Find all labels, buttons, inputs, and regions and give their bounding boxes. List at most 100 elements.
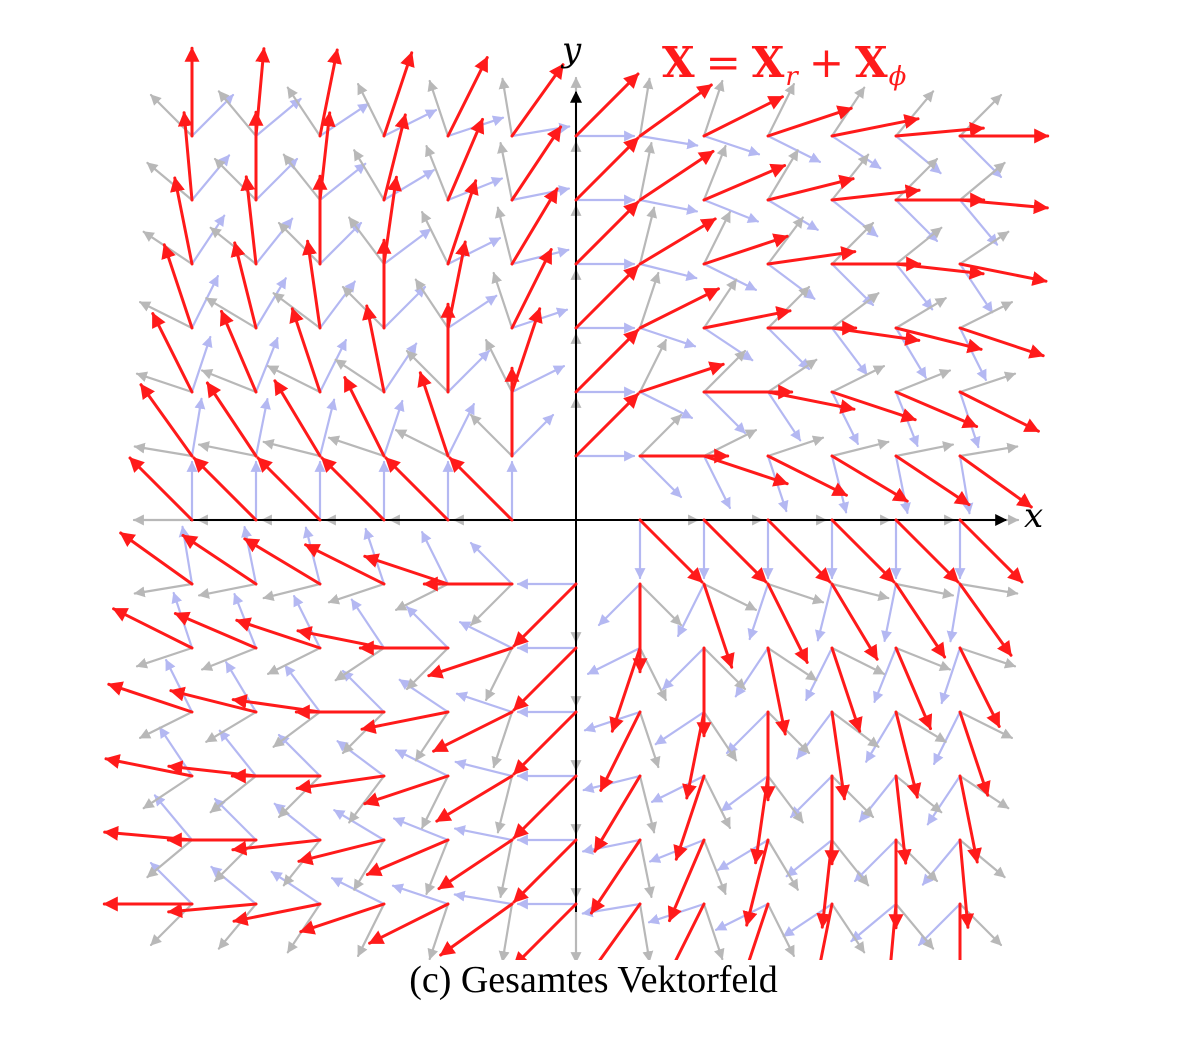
angular-arrow [336, 740, 386, 778]
angular-arrow [714, 902, 770, 932]
total-arrow [830, 454, 909, 503]
radial-arrow [638, 413, 683, 458]
radial-arrow [702, 211, 732, 266]
angular-arrow [446, 294, 498, 330]
total-arrow [894, 326, 983, 354]
angular-arrow [453, 890, 514, 906]
radial-arrow [958, 582, 1019, 598]
radial-arrow [142, 774, 194, 810]
total-arrow [384, 456, 450, 522]
total-arrow [192, 456, 258, 522]
radial-arrow [894, 582, 955, 599]
angular-arrow [717, 838, 770, 871]
radial-arrow [282, 153, 322, 202]
total-arrow [512, 582, 578, 648]
total-arrow [702, 518, 768, 584]
radial-arrow [702, 646, 747, 691]
angular-arrow [804, 646, 834, 702]
total-arrow [297, 838, 386, 866]
total-arrow [161, 243, 194, 330]
total-arrow [958, 390, 1040, 433]
total-arrow [830, 646, 863, 733]
angular-arrow [510, 365, 566, 394]
radial-arrow [638, 646, 668, 702]
angular-arrow [766, 134, 822, 163]
total-arrow [766, 454, 848, 497]
angular-arrow [921, 838, 962, 886]
total-arrow [830, 326, 921, 346]
angular-arrow [747, 582, 770, 641]
radial-arrow [217, 902, 258, 950]
radial-arrow [894, 774, 943, 814]
total-arrow [574, 200, 640, 266]
angular-arrow [939, 646, 962, 705]
angular-arrow [254, 398, 271, 458]
radial-arrow [766, 82, 796, 138]
angular-arrow [382, 169, 435, 202]
angular-arrow [446, 349, 491, 394]
angular-arrow [858, 774, 898, 823]
total-arrow [958, 198, 1049, 215]
total-arrow [766, 518, 832, 584]
total-arrow [702, 95, 784, 138]
total-arrow [766, 646, 790, 736]
total-arrow [343, 376, 386, 458]
radial-arrow [958, 838, 1006, 879]
radial-arrow [427, 902, 450, 960]
total-arrow [830, 710, 850, 801]
total-arrow [254, 47, 271, 138]
total-arrow [574, 136, 640, 202]
angular-arrow [873, 646, 898, 704]
axes-layer [190, 90, 1008, 912]
total-arrow [107, 681, 194, 714]
angular-arrow [766, 198, 819, 231]
angular-arrow [398, 678, 450, 714]
radial-arrow [201, 646, 258, 671]
angular-arrow [382, 342, 418, 394]
angular-arrow [273, 802, 322, 842]
angular-arrow [676, 582, 706, 638]
angular-arrow [865, 710, 898, 763]
radial-arrow [146, 161, 194, 202]
radial-arrow [133, 442, 194, 458]
angular-arrow [333, 809, 386, 842]
radial-arrow [958, 301, 1014, 330]
radial-arrow [638, 838, 655, 899]
total-arrow [439, 902, 514, 957]
total-arrow [232, 902, 322, 926]
radial-arrow [357, 82, 386, 138]
total-arrow [673, 774, 706, 861]
formula-equals: = [705, 38, 742, 87]
radial-arrow [702, 902, 725, 960]
total-arrow [766, 246, 857, 266]
angular-arrow [638, 326, 697, 349]
total-arrow [177, 111, 194, 202]
radial-arrow [894, 297, 947, 330]
total-arrow [382, 51, 415, 138]
angular-arrow [638, 198, 699, 215]
angular-arrow [405, 605, 450, 650]
angular-arrow [661, 646, 706, 691]
angular-arrow [830, 198, 879, 238]
angular-arrow [932, 710, 962, 766]
total-arrow [830, 518, 896, 584]
radial-arrow [638, 77, 654, 138]
formula-plus: + [808, 38, 846, 87]
angular-arrow [454, 825, 514, 842]
total-arrow [894, 390, 979, 429]
angular-arrow [702, 198, 760, 223]
angular-arrow [638, 390, 694, 419]
angular-arrow [638, 134, 699, 150]
total-arrow [360, 710, 450, 734]
radial-arrow [702, 429, 758, 458]
angular-arrow [318, 221, 363, 266]
radial-arrow [894, 838, 939, 883]
total-arrow [638, 217, 717, 266]
radial-arrow [425, 145, 450, 202]
radial-arrow [421, 774, 450, 830]
angular-arrow [894, 134, 942, 175]
total-arrow [894, 518, 960, 584]
total-arrow [958, 454, 1033, 509]
angular-arrow [638, 262, 698, 282]
total-arrow [170, 176, 194, 266]
